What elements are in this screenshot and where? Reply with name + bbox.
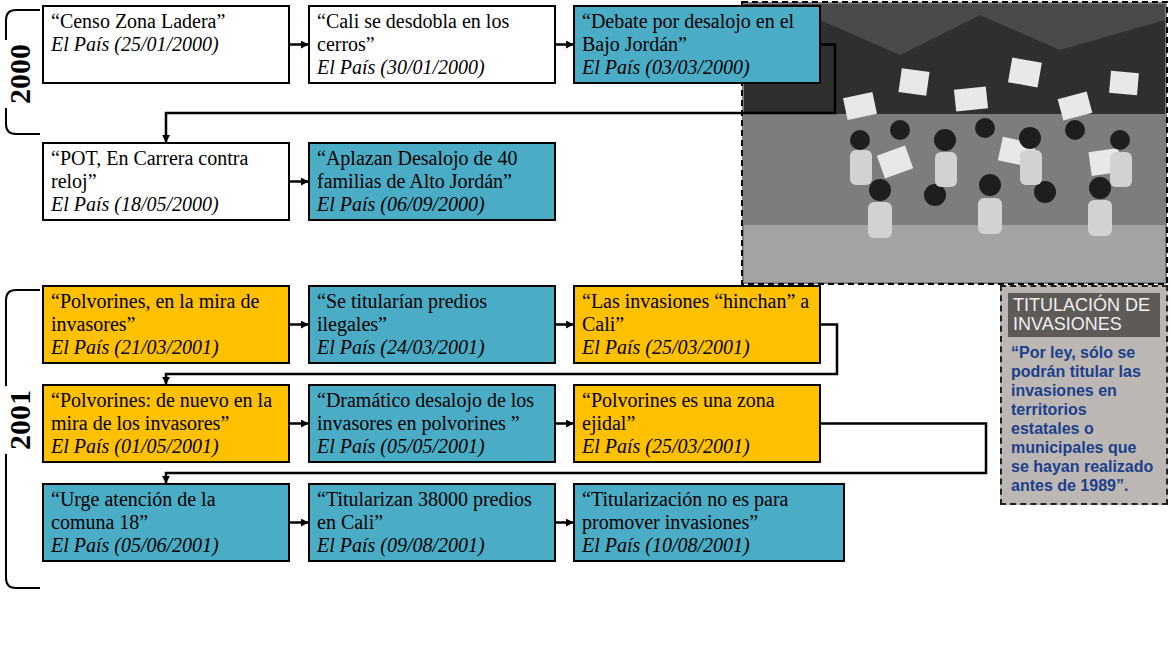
source-text: “Por ley, sólo se podrán titular las inv… <box>1008 337 1160 495</box>
headline-text: “Polvorines: de nuevo en la mira de los … <box>51 389 281 435</box>
headline-box: “Polvorines es una zona ejidal”El País (… <box>573 384 821 463</box>
source-text: El País (25/01/2000) <box>51 33 281 56</box>
headline-box: “Debate por desalojo en el Bajo Jordán”E… <box>573 5 821 84</box>
headline-text: “Se titularían predios ilegales” <box>317 290 547 336</box>
headline-box: “Dramático desalojo de los invasores en … <box>308 384 556 463</box>
source-text: El País (21/03/2001) <box>51 336 281 359</box>
source-text: El País (25/03/2001) <box>582 336 812 359</box>
source-text: El País (30/01/2000) <box>317 56 547 79</box>
source-text: El País (24/03/2001) <box>317 336 547 359</box>
headline-box: “Titularizan 38000 predios en Cali”El Pa… <box>308 483 556 562</box>
headline-box: “Titularización no es para promover inva… <box>573 483 845 562</box>
headline-box: “Polvorines: de nuevo en la mira de los … <box>42 384 290 463</box>
headline-text: “Dramático desalojo de los invasores en … <box>317 389 547 435</box>
headline-box: “Urge atención de la comuna 18”El País (… <box>42 483 290 562</box>
headline-box: “Las invasiones “hinchan” a Cali”El País… <box>573 285 821 364</box>
flow-arrow <box>556 43 573 46</box>
source-text: El País (18/05/2000) <box>51 193 281 216</box>
headline-text: “Polvorines es una zona ejidal” <box>582 389 812 435</box>
headline-box: “POT, En Carrera contra reloj”El País (1… <box>42 142 290 221</box>
source-text: El País (01/05/2001) <box>51 435 281 458</box>
source-text: El País (05/05/2001) <box>317 435 547 458</box>
flow-arrow <box>290 422 308 425</box>
headline-text: “POT, En Carrera contra reloj” <box>51 147 281 193</box>
clipping-box: TITULACIÓN DE INVASIONES“Por ley, sólo s… <box>1000 285 1168 505</box>
flow-arrow <box>556 422 573 425</box>
source-text: El País (05/06/2001) <box>51 534 281 557</box>
source-text: El País (06/09/2000) <box>317 193 547 216</box>
source-text: El País (09/08/2001) <box>317 534 547 557</box>
year-label: 2000 <box>4 40 36 108</box>
flow-arrow <box>290 521 308 524</box>
flow-arrow <box>556 521 573 524</box>
source-text: El País (03/03/2000) <box>582 56 812 79</box>
headline-box: “Se titularían predios ilegales”El País … <box>308 285 556 364</box>
flow-arrow <box>556 323 573 326</box>
headline-box: “Aplazan Desalojo de 40 familias de Alto… <box>308 142 556 221</box>
headline-box: “Polvorines, en la mira de invasores”El … <box>42 285 290 364</box>
flow-arrow <box>290 180 308 183</box>
headline-text: “Censo Zona Ladera” <box>51 10 281 33</box>
headline-text: “Aplazan Desalojo de 40 familias de Alto… <box>317 147 547 193</box>
headline-text: “Urge atención de la comuna 18” <box>51 488 281 534</box>
headline-text: “Debate por desalojo en el Bajo Jordán” <box>582 10 812 56</box>
headline-text: TITULACIÓN DE INVASIONES <box>1008 293 1160 337</box>
headline-text: “Polvorines, en la mira de invasores” <box>51 290 281 336</box>
source-text: El País (10/08/2001) <box>582 534 836 557</box>
headline-box: “Censo Zona Ladera”El País (25/01/2000) <box>42 5 290 84</box>
year-label: 2001 <box>4 386 36 454</box>
headline-text: “Titularización no es para promover inva… <box>582 488 836 534</box>
flow-arrow <box>290 323 308 326</box>
headline-text: “Titularizan 38000 predios en Cali” <box>317 488 547 534</box>
source-text: El País (25/03/2001) <box>582 435 812 458</box>
flow-arrow <box>290 43 308 46</box>
headline-text: “Las invasiones “hinchan” a Cali” <box>582 290 812 336</box>
headline-text: “Cali se desdobla en los cerros” <box>317 10 547 56</box>
headline-box: “Cali se desdobla en los cerros”El País … <box>308 5 556 84</box>
